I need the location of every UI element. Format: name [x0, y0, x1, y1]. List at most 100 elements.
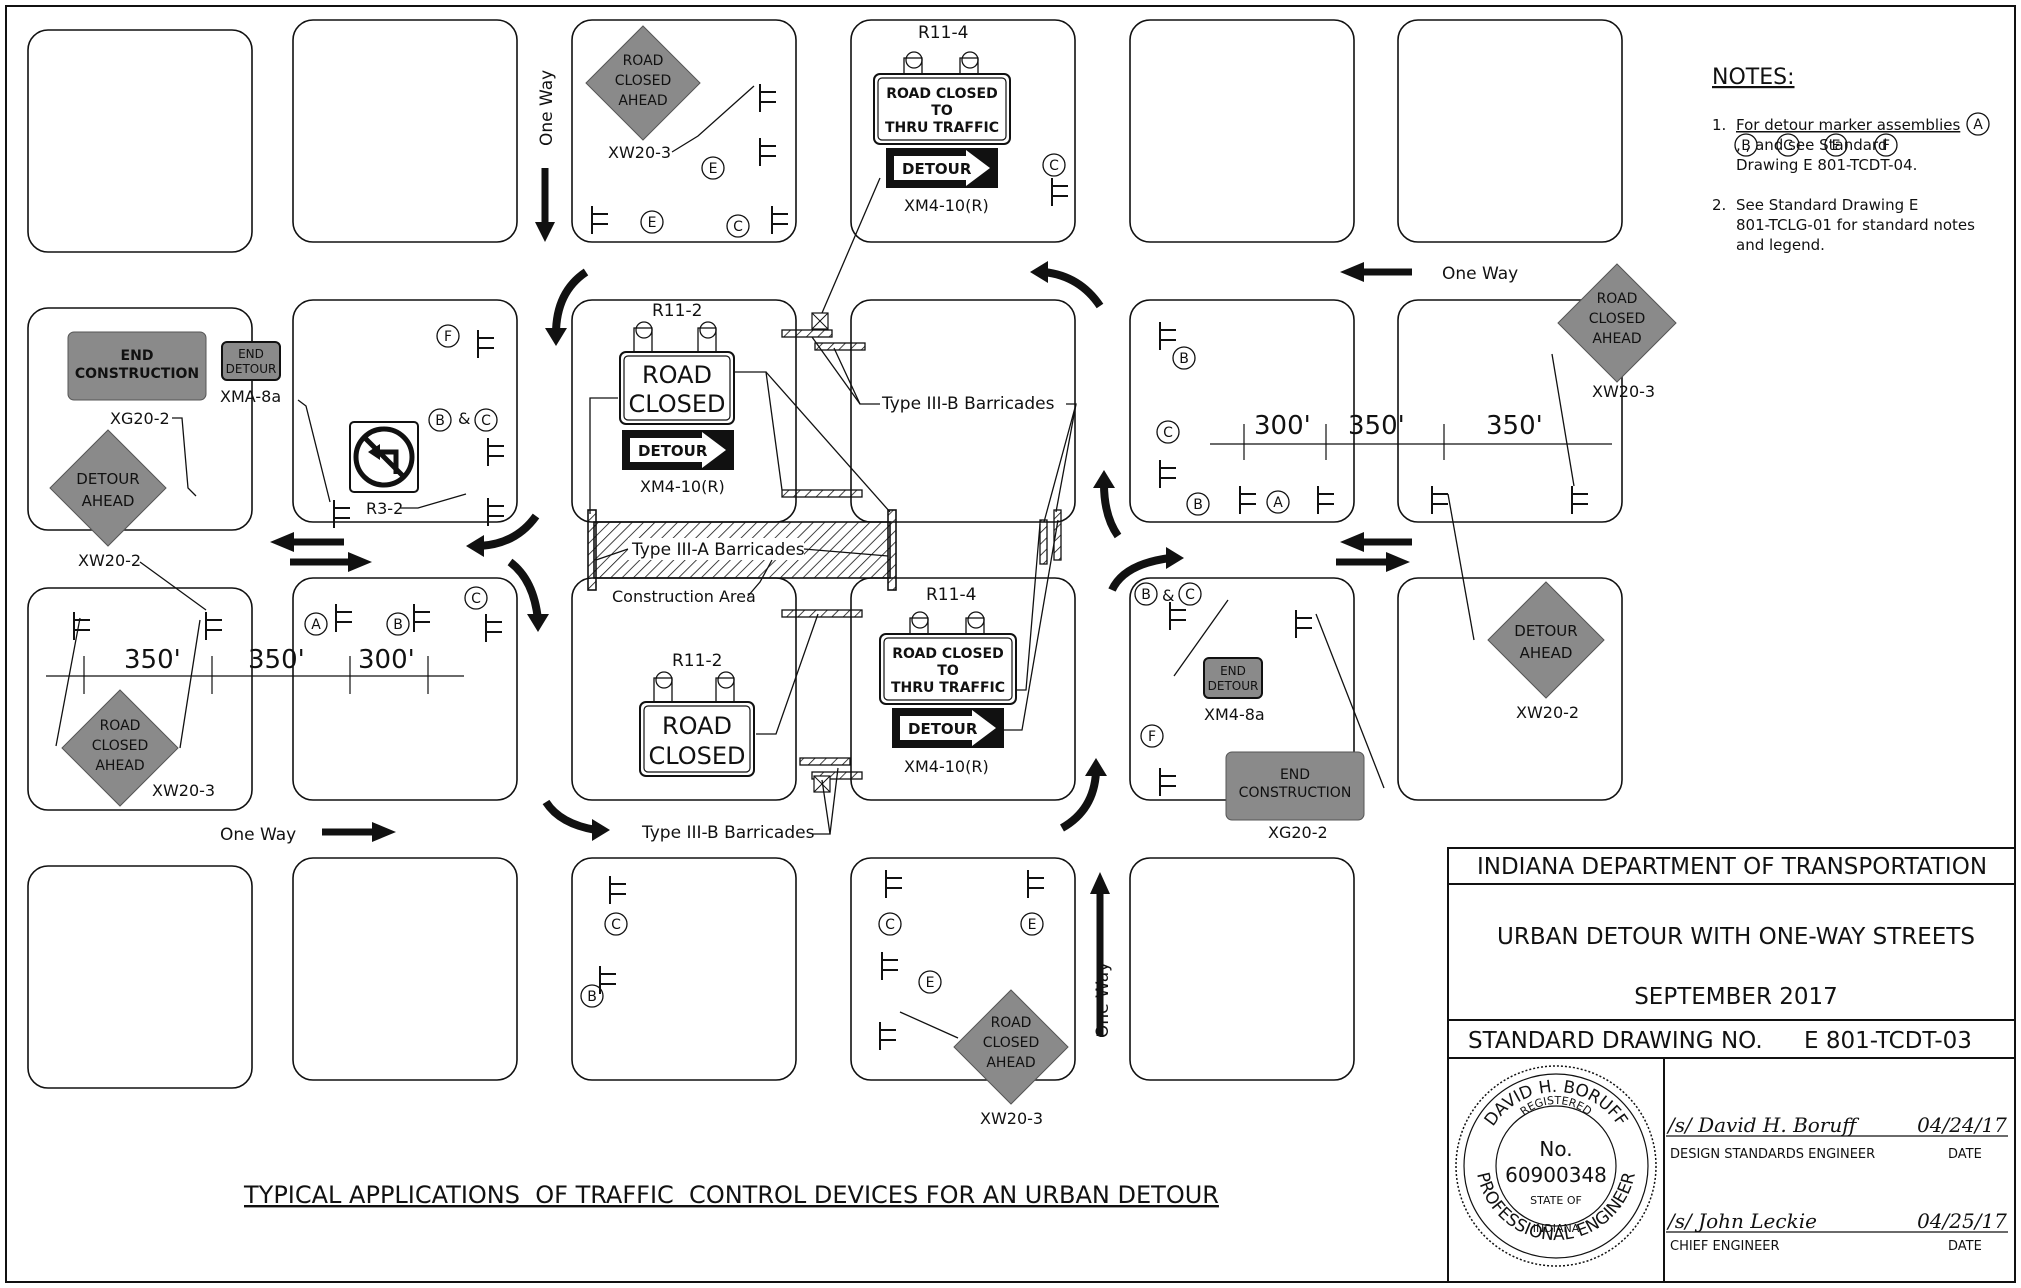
construction-area: Type III-A Barricades Construction Area …	[587, 177, 1077, 843]
dim-350: 350'	[248, 645, 305, 675]
sign-code-label: XMA-8a	[220, 387, 281, 406]
svg-text:A: A	[311, 617, 321, 633]
barricade-type-iii-b	[1053, 509, 1062, 561]
type-iii-b-label-bottom: Type III-B Barricades	[641, 823, 815, 843]
sign-post-icon	[879, 1022, 896, 1050]
block	[850, 19, 1076, 243]
dim-300: 300'	[1254, 411, 1311, 441]
sign-post-icon	[1571, 486, 1588, 514]
sign-code-label: XG20-2	[1268, 823, 1328, 842]
pe-seal: DAVID H. BORUFF PROFESSIONAL ENGINEER RE…	[1455, 1065, 1657, 1267]
sign-post-icon	[1295, 610, 1312, 638]
ampersand: &	[1162, 586, 1174, 605]
marker-c-icon: C	[474, 408, 498, 432]
type-iii-b-label-top: Type III-B Barricades	[881, 394, 1055, 414]
drawing-title: URBAN DETOUR WITH ONE-WAY STREETS	[1497, 924, 1975, 950]
sign-code-label: XW20-3	[608, 143, 671, 162]
marker-c-icon: C	[726, 214, 750, 238]
marker-b-icon: B	[580, 984, 604, 1008]
block	[292, 577, 518, 801]
block	[27, 865, 253, 1089]
sign-post-icon	[885, 870, 902, 898]
barricade-type-iii-b	[799, 757, 851, 766]
marker-b-icon: B	[1134, 582, 1158, 606]
sign-post-icon	[771, 206, 788, 234]
marker-a-icon: A	[1266, 490, 1290, 514]
marker-c-icon: C	[1042, 153, 1066, 177]
svg-text:C: C	[1783, 138, 1793, 154]
svg-text:C: C	[481, 413, 491, 429]
svg-text:C: C	[611, 917, 621, 933]
svg-text:B: B	[1141, 587, 1151, 603]
sign-post-symbols	[73, 84, 1588, 1050]
type-iii-a-label: Type III-A Barricades	[631, 540, 805, 560]
sign-code-label: XW20-2	[1516, 703, 1579, 722]
seal-state-of: STATE OF	[1530, 1194, 1582, 1207]
block	[1397, 577, 1623, 801]
block	[571, 857, 797, 1081]
block	[27, 587, 253, 811]
signature-date-label: DATE	[1948, 1147, 1982, 1162]
marker-b-icon: B	[1172, 346, 1196, 370]
svg-text:F: F	[1148, 729, 1156, 745]
block	[1129, 19, 1355, 243]
notes-title: NOTES:	[1712, 65, 1795, 90]
agency-name: INDIANA DEPARTMENT OF TRANSPORTATION	[1477, 854, 1987, 880]
signature-date: 04/24/17	[1917, 1113, 2007, 1137]
dim-350: 350'	[1486, 411, 1543, 441]
arrow-left-icon	[270, 532, 294, 552]
sign-post-icon	[881, 952, 898, 980]
block	[1129, 299, 1355, 523]
svg-text:B: B	[1193, 497, 1203, 513]
svg-text:B: B	[435, 413, 445, 429]
svg-text:E: E	[1028, 917, 1037, 933]
sign-code-label: R3-2	[366, 499, 403, 518]
svg-text:B: B	[587, 989, 597, 1005]
sign-post-icon	[1431, 486, 1448, 514]
note-text: See Standard Drawing E 801-TCLG-01 for s…	[1736, 196, 1980, 254]
barricade-type-iii-b	[814, 342, 866, 351]
arrow-right-icon	[1386, 552, 1410, 572]
marker-e-icon: E	[1824, 133, 1848, 157]
ampersand: &	[458, 409, 470, 428]
sign-post-icon	[759, 84, 776, 112]
sign-code-label: R11-4	[926, 585, 976, 605]
seal-state: INDIANA	[1533, 1222, 1580, 1235]
signature-date: 04/25/17	[1917, 1209, 2007, 1233]
dimension-right: 300' 350' 350'	[1210, 411, 1612, 460]
block	[571, 19, 797, 243]
arrow-head-icon	[1093, 470, 1115, 488]
note-number: 1.	[1712, 116, 1726, 134]
no-left-turn-icon	[374, 449, 399, 474]
marker-e-icon: E	[918, 970, 942, 994]
arrow-head-icon	[545, 328, 567, 346]
svg-text:A: A	[1273, 495, 1283, 511]
block	[292, 299, 518, 523]
marker-e-icon: E	[701, 156, 725, 180]
detour-route-arrows	[466, 261, 1184, 841]
note-text: For detour marker assemblies , , and see…	[1736, 116, 1965, 174]
sign-r3-2: R3-2	[349, 421, 467, 518]
block	[850, 857, 1076, 1081]
construction-area-label: Construction Area	[612, 587, 756, 606]
sign-code-label: XW20-3	[152, 781, 215, 800]
sign-post-icon	[477, 330, 494, 358]
signature-name: /s/ David H. Boruff	[1666, 1113, 1860, 1137]
marker-f-icon: F	[1140, 724, 1164, 748]
dim-350: 350'	[124, 645, 181, 675]
svg-text:B: B	[1741, 138, 1751, 154]
svg-text:E: E	[709, 161, 718, 177]
